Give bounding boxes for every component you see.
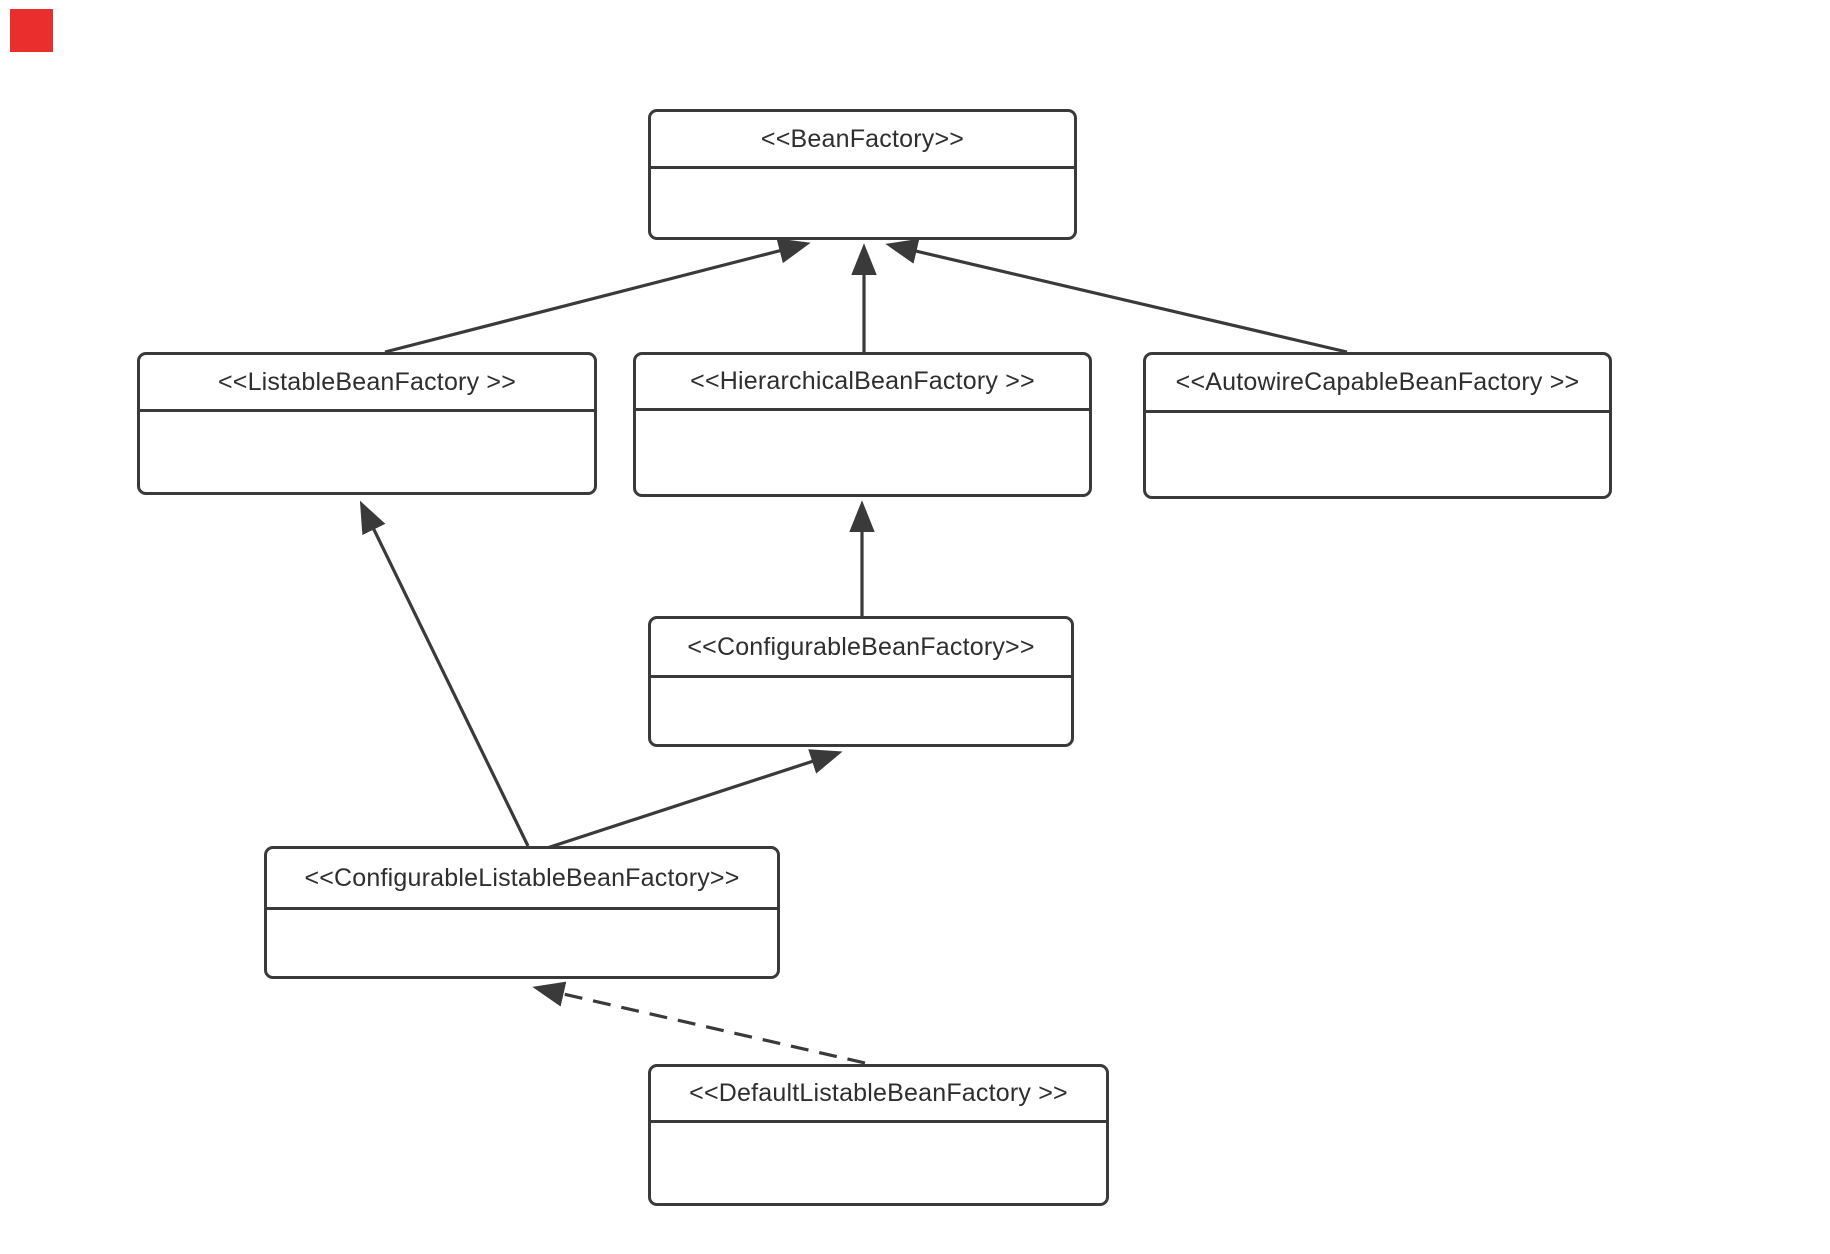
class-title-configurablebeanfactory: <<ConfigurableBeanFactory>> [651,619,1071,678]
class-title-configurablelistablebeanfactory: <<ConfigurableListableBeanFactory>> [267,849,777,910]
edge-autowire-to-beanfactory [885,238,1348,354]
class-title-defaultlistablebeanfactory: <<DefaultListableBeanFactory >> [651,1067,1106,1123]
class-title-hierarchicalbeanfactory: <<HierarchicalBeanFactory >> [636,355,1089,411]
red-corner-marker [10,9,53,52]
class-box-beanfactory: <<BeanFactory>> [648,109,1077,240]
edge-listable-to-beanfactory [384,238,811,354]
edge-configurablelistable-to-listable [359,500,530,847]
class-title-autowirecapablebeanfactory: <<AutowireCapableBeanFactory >> [1146,355,1609,413]
class-box-listablebeanfactory: <<ListableBeanFactory >> [137,352,597,495]
class-box-autowirecapablebeanfactory: <<AutowireCapableBeanFactory >> [1143,352,1612,499]
class-title-listablebeanfactory: <<ListableBeanFactory >> [140,355,594,412]
edge-configurablelistable-to-configurable [546,749,843,850]
class-box-hierarchicalbeanfactory: <<HierarchicalBeanFactory >> [633,352,1092,497]
edge-defaultlistable-to-configurablelistable [532,981,866,1065]
class-box-configurablebeanfactory: <<ConfigurableBeanFactory>> [648,616,1074,747]
class-box-defaultlistablebeanfactory: <<DefaultListableBeanFactory >> [648,1064,1109,1206]
class-title-beanfactory: <<BeanFactory>> [651,112,1074,169]
class-box-configurablelistablebeanfactory: <<ConfigurableListableBeanFactory>> [264,846,780,979]
